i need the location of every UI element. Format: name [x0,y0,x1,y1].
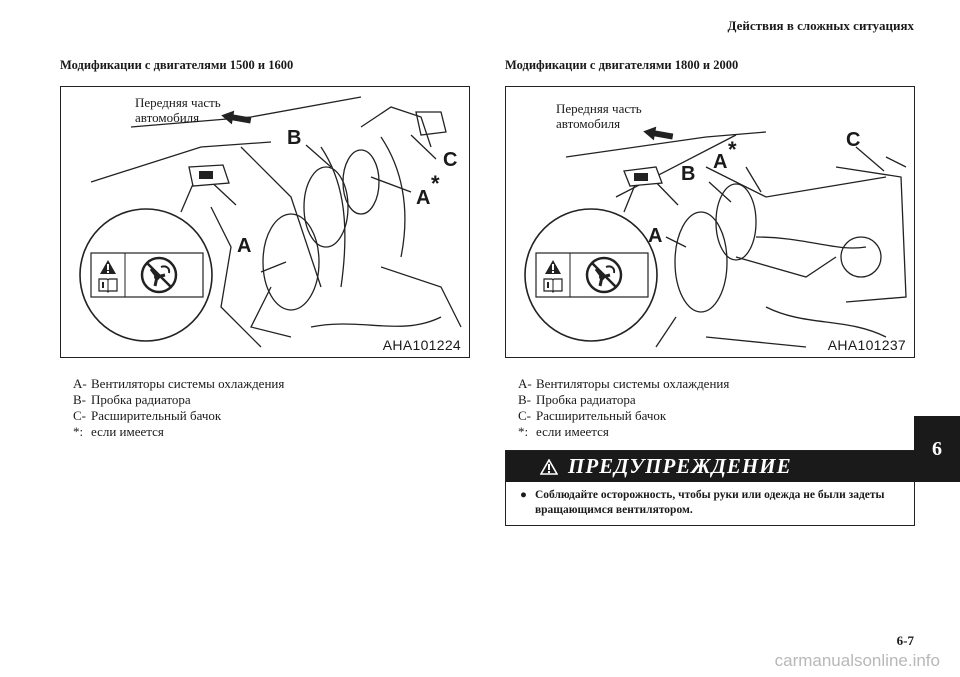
left-label-b: B [287,127,302,149]
right-label-a-star: A [713,151,728,173]
warning-triangle-icon [545,260,561,274]
legend-item: C-Расширительный бачок [518,408,667,423]
chapter-tab: 6 [914,416,960,482]
right-label-b: B [681,163,696,185]
legend-item: C-Расширительный бачок [73,408,222,423]
no-hands-fan-icon [140,256,178,294]
right-engine-illustration [524,131,907,348]
right-engine-figure: Передняя часть автомобиля B A * C A AHA1… [505,86,915,358]
left-label-star: * [431,171,440,196]
legend-item: B-Пробка радиатора [73,392,191,407]
no-hands-fan-icon [585,256,623,294]
front-arrow-icon [643,126,674,141]
warning-box: ПРЕДУПРЕЖДЕНИЕ ● Соблюдайте осторожность… [505,450,915,526]
front-arrow-icon [221,110,252,125]
legend-item: *:если имеется [73,424,164,439]
warning-text: Соблюдайте осторожность, чтобы руки или … [534,489,885,516]
left-figure-code: AHA101224 [382,337,461,353]
warning-header: ПРЕДУПРЕЖДЕНИЕ [506,451,914,482]
right-front-caption: Передняя часть автомобиля [556,101,642,131]
left-section-title: Модификации с двигателями 1500 и 1600 [60,58,294,72]
warning-body: ● Соблюдайте осторожность, чтобы руки ил… [506,482,914,518]
warning-title: ПРЕДУПРЕЖДЕНИЕ [568,454,792,478]
left-label-a-star: A [416,187,431,209]
right-figure-code: AHA101237 [827,337,906,353]
header-title: Действия в сложных ситуациях [727,18,914,33]
manual-book-icon [98,278,118,293]
right-section-title: Модификации с двигателями 1800 и 2000 [505,58,739,72]
legend-item: A-Вентиляторы системы охлаждения [518,376,730,391]
legend-item: *:если имеется [518,424,609,439]
bullet-icon: ● [520,489,527,501]
legend-item: B-Пробка радиатора [518,392,636,407]
right-legend: A-Вентиляторы системы охлаждения B-Пробк… [518,376,729,440]
left-front-caption: Передняя часть автомобиля [135,95,221,125]
right-label-c: C [846,129,861,151]
watermark: carmanualsonline.info [774,651,940,670]
left-engine-illustration [79,96,462,348]
left-legend: A-Вентиляторы системы охлаждения B-Пробк… [73,376,284,440]
warning-triangle-icon [540,458,558,475]
manual-book-icon [543,278,563,293]
right-label-star: * [728,137,737,162]
left-label-c: C [443,149,458,171]
legend-item: A-Вентиляторы системы охлаждения [73,376,285,391]
left-label-a: A [237,235,252,257]
warning-triangle-icon [100,260,116,274]
right-label-a: A [648,225,663,247]
left-engine-figure: Передняя часть автомобиля B C A * A AHA1… [60,86,470,358]
page-number: 6-7 [896,633,914,648]
